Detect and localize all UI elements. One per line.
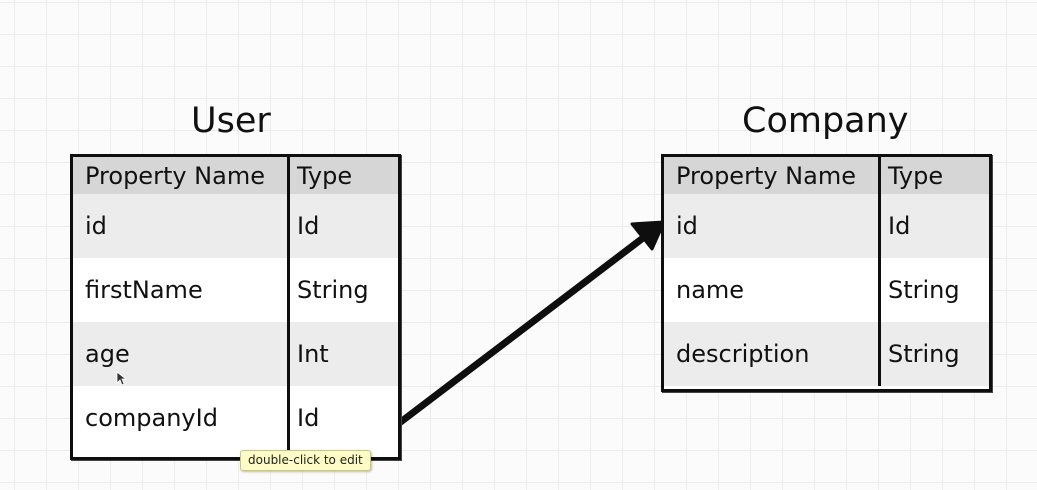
company-table-header: Property Name Type — [664, 157, 989, 194]
company-row-name[interactable]: name String — [664, 258, 989, 322]
user-entity-title[interactable]: User — [191, 101, 271, 141]
arrow-head-icon — [630, 220, 666, 251]
company-entity-table[interactable]: Property Name Type id Id name String des… — [661, 154, 992, 392]
user-property-name[interactable]: companyId — [85, 404, 218, 432]
user-row-id[interactable]: id Id — [73, 194, 398, 258]
user-entity-table[interactable]: Property Name Type id Id firstName Strin… — [70, 154, 401, 460]
company-property-type[interactable]: Id — [878, 194, 989, 258]
company-property-type[interactable]: String — [878, 322, 989, 386]
company-property-type[interactable]: String — [878, 258, 989, 322]
user-row-age[interactable]: age Int — [73, 322, 398, 386]
user-header-type[interactable]: Type — [287, 157, 398, 194]
company-property-name[interactable]: description — [676, 340, 810, 368]
company-property-name[interactable]: id — [676, 212, 698, 240]
edit-tooltip: double-click to edit — [240, 450, 371, 471]
user-property-type[interactable]: Int — [287, 322, 398, 386]
user-row-companyid[interactable]: companyId Id — [73, 386, 398, 450]
pointer-cursor-icon — [116, 371, 128, 386]
user-header-property-name[interactable]: Property Name — [85, 161, 265, 190]
user-row-firstname[interactable]: firstName String — [73, 258, 398, 322]
user-table-header: Property Name Type — [73, 157, 398, 194]
company-header-property-name[interactable]: Property Name — [676, 161, 856, 190]
company-row-id[interactable]: id Id — [664, 194, 989, 258]
company-row-description[interactable]: description String — [664, 322, 989, 386]
user-property-name[interactable]: firstName — [85, 276, 203, 304]
relationship-line — [394, 234, 647, 428]
user-property-type[interactable]: String — [287, 258, 398, 322]
company-entity-title[interactable]: Company — [742, 101, 909, 141]
user-property-type[interactable]: Id — [287, 194, 398, 258]
user-property-type[interactable]: Id — [287, 386, 398, 450]
company-property-name[interactable]: name — [676, 276, 745, 304]
user-property-name[interactable]: id — [85, 212, 107, 240]
company-header-type[interactable]: Type — [878, 157, 989, 194]
user-property-name[interactable]: age — [85, 340, 130, 368]
